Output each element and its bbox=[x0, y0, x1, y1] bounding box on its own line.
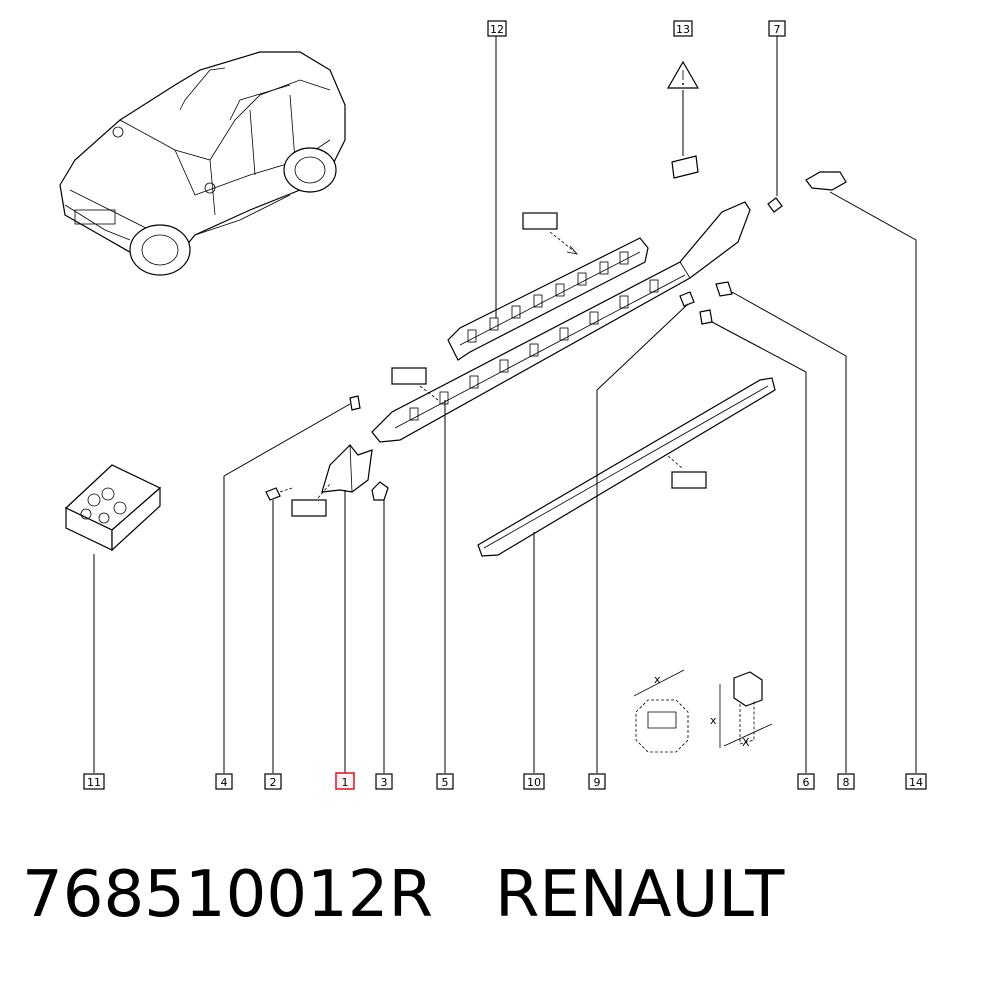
part-12-bracket bbox=[447, 212, 649, 361]
fastener-9 bbox=[679, 291, 695, 307]
fastener-7 bbox=[767, 197, 783, 213]
fastener-4 bbox=[349, 395, 361, 411]
bolt-dimension-illustration: x X bbox=[710, 671, 773, 749]
leader-lines bbox=[93, 36, 917, 773]
svg-text:13: 13 bbox=[676, 23, 690, 36]
callout-4[interactable]: 4 bbox=[215, 773, 233, 790]
part-number: 768510012R bbox=[22, 858, 433, 932]
car-illustration bbox=[59, 51, 346, 276]
callout-5[interactable]: 5 bbox=[436, 773, 454, 790]
svg-text:11: 11 bbox=[87, 776, 101, 789]
callout-8[interactable]: 8 bbox=[837, 773, 855, 790]
svg-text:9: 9 bbox=[594, 776, 601, 789]
svg-text:2: 2 bbox=[270, 776, 277, 789]
callout-13[interactable]: 13 bbox=[673, 20, 693, 37]
part-1-bracket bbox=[291, 444, 373, 517]
callout-6[interactable]: 6 bbox=[797, 773, 815, 790]
fastener-3 bbox=[371, 481, 389, 501]
callout-9[interactable]: 9 bbox=[588, 773, 606, 790]
part-14-end-cap bbox=[805, 171, 847, 191]
svg-text:14: 14 bbox=[909, 776, 923, 789]
svg-text:4: 4 bbox=[221, 776, 228, 789]
fastener-6 bbox=[699, 309, 713, 325]
callout-10[interactable]: 10 bbox=[523, 773, 545, 790]
svg-text:8: 8 bbox=[843, 776, 850, 789]
dimension-x-bolt-length: x bbox=[710, 714, 717, 727]
dimension-x-nut: x bbox=[654, 673, 661, 686]
svg-text:10: 10 bbox=[527, 776, 541, 789]
nut-dimension-illustration: x bbox=[633, 669, 689, 753]
dimension-x-bolt-diameter: X bbox=[742, 736, 750, 749]
svg-text:12: 12 bbox=[490, 23, 504, 36]
svg-text:7: 7 bbox=[774, 23, 781, 36]
svg-text:1: 1 bbox=[342, 776, 349, 789]
callout-11[interactable]: 11 bbox=[83, 773, 105, 790]
callout-2[interactable]: 2 bbox=[264, 773, 282, 790]
part-13-warning-label bbox=[666, 60, 700, 179]
svg-text:3: 3 bbox=[381, 776, 388, 789]
callout-1[interactable]: 1 bbox=[335, 772, 355, 790]
callout-7[interactable]: 7 bbox=[768, 20, 786, 37]
svg-text:5: 5 bbox=[442, 776, 449, 789]
fastener-2 bbox=[265, 487, 293, 501]
callout-14[interactable]: 14 bbox=[905, 773, 927, 790]
callout-3[interactable]: 3 bbox=[375, 773, 393, 790]
brand-name: RENAULT bbox=[494, 858, 785, 932]
callout-12[interactable]: 12 bbox=[487, 20, 507, 37]
part-5-sill-rail bbox=[371, 201, 751, 443]
part-11-kit-box bbox=[64, 464, 162, 552]
fastener-8 bbox=[715, 281, 733, 297]
part-10-moulding bbox=[477, 377, 776, 557]
svg-text:6: 6 bbox=[803, 776, 810, 789]
part-caption: 768510012R RENAULT bbox=[22, 858, 784, 932]
